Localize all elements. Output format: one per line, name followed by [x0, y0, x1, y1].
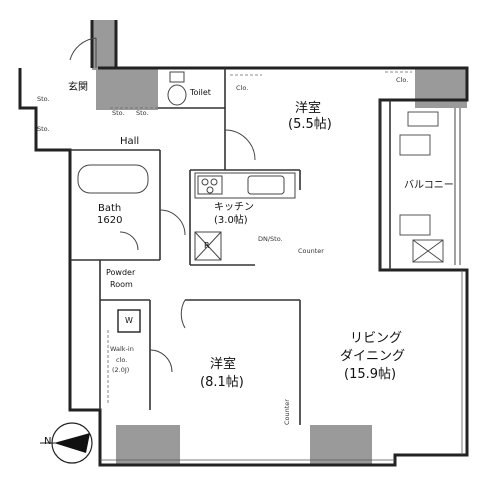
closet-shelves: [107, 71, 412, 405]
label-sto-3: Sto.: [37, 125, 50, 133]
room-powder-name-1: Powder: [106, 268, 136, 277]
label-sto-2: Sto.: [136, 109, 149, 117]
label-clo-right: Clo.: [396, 76, 409, 84]
balcony-rail: [454, 108, 461, 265]
compass-icon: [40, 422, 93, 464]
room-living-name-2: ダイニング: [340, 349, 406, 364]
room-balcony-name: バルコニー: [404, 180, 454, 191]
refrigerator: [194, 231, 222, 261]
room-kitchen-size: (3.0帖): [214, 215, 248, 226]
label-counter-bottom: Counter: [283, 399, 291, 425]
label-sto-1: Sto.: [112, 109, 125, 117]
door-swings: [69, 37, 256, 373]
label-sto-4: Sto.: [37, 95, 50, 103]
label-counter-kitchen: Counter: [298, 247, 324, 255]
room-powder-name-2: Room: [110, 280, 133, 289]
window-lines: [100, 270, 463, 461]
room-bath-name: Bath: [98, 203, 122, 214]
room-living-size: (15.9帖): [344, 367, 397, 382]
washer-box: [117, 309, 141, 333]
compass-north-label: N: [44, 436, 52, 447]
label-clo-top: Clo.: [236, 84, 249, 92]
label-dn-sto: DN/Sto.: [258, 235, 283, 243]
room-western-8-1-size: (8.1帖): [200, 375, 244, 390]
room-western-5-5-size: (5.5帖): [288, 117, 332, 132]
balcony-units: [399, 111, 444, 263]
outer-walls: [18, 20, 469, 467]
room-hall-name: Hall: [120, 136, 140, 147]
interior-walls: [70, 68, 391, 425]
room-walkin-name-2: clo.: [116, 356, 128, 364]
room-bath-size: 1620: [97, 215, 123, 226]
room-walkin-name-1: Walk-in: [110, 345, 134, 353]
room-western-5-5-name: 洋室: [295, 101, 322, 116]
room-kitchen-name: キッチン: [214, 202, 254, 213]
room-living-name-1: リビング: [350, 331, 403, 346]
label-washer: W: [125, 316, 133, 325]
room-entrance-name: 玄関: [68, 82, 88, 93]
room-western-8-1-name: 洋室: [210, 357, 237, 372]
bathtub: [77, 164, 149, 194]
label-refrigerator: R: [204, 241, 210, 250]
toilet-fixture: [167, 71, 187, 106]
room-walkin-size: (2.0J): [112, 366, 130, 374]
kitchen-counter: [194, 172, 296, 199]
room-toilet-name: Toilet: [190, 88, 211, 97]
